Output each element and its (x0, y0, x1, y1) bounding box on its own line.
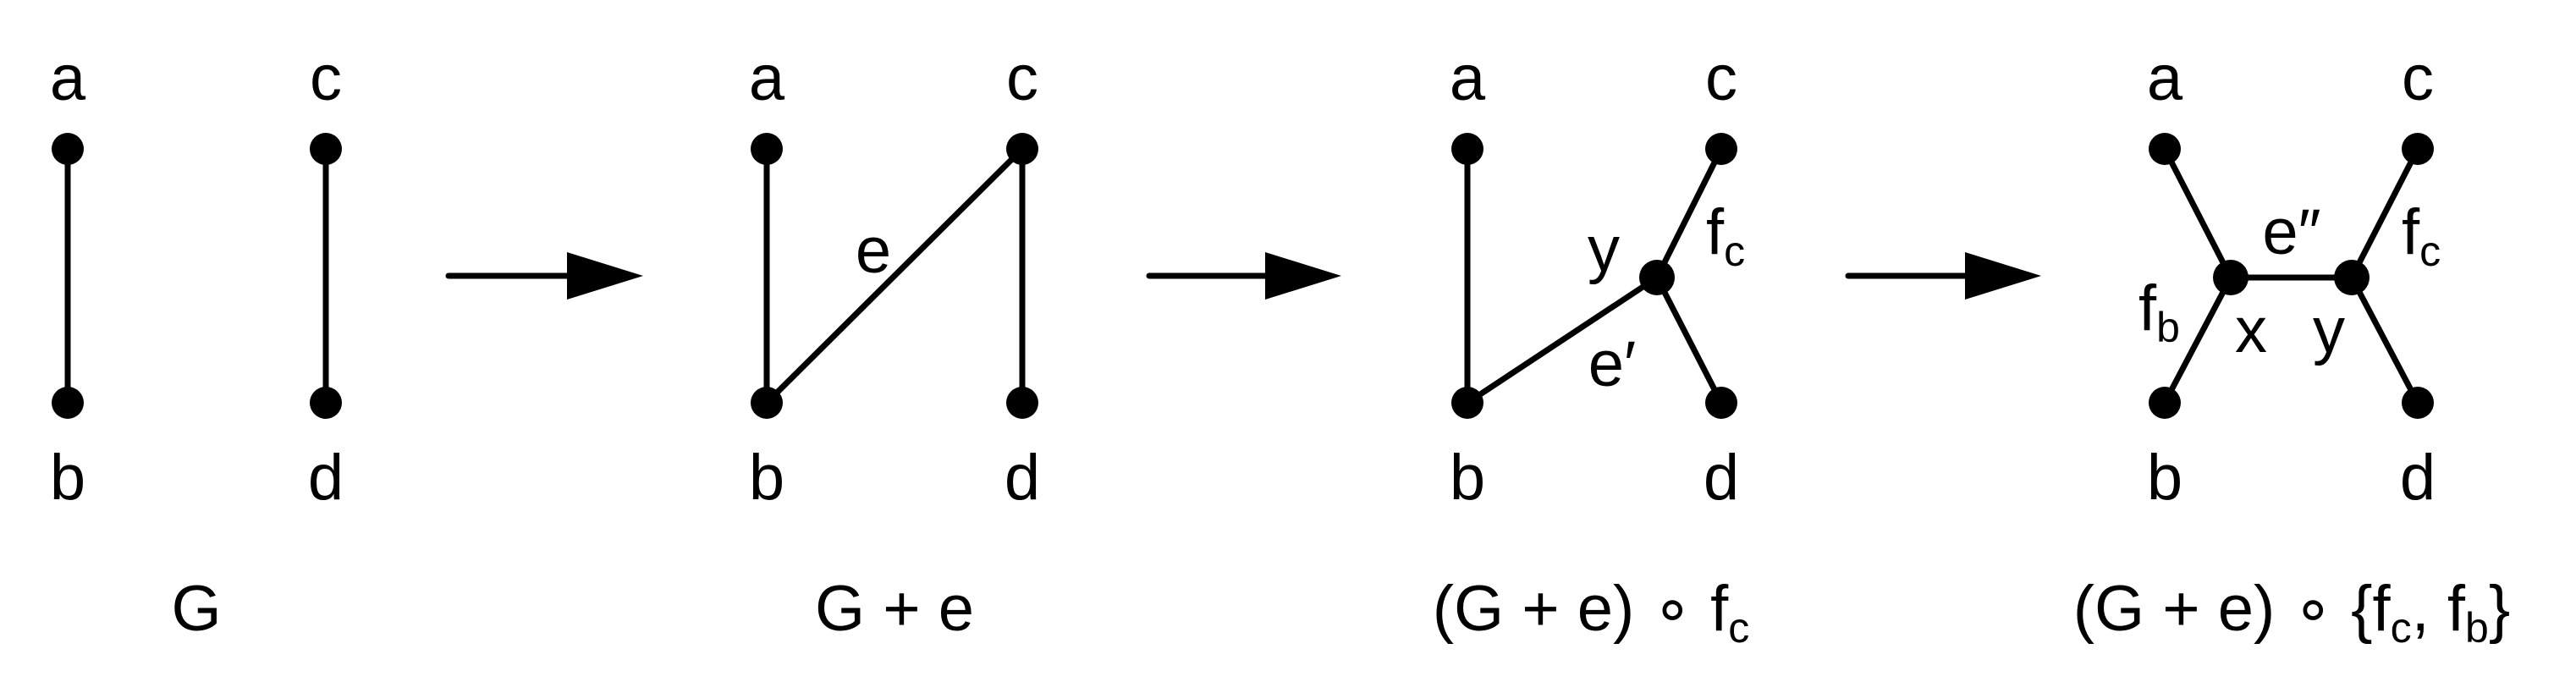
edge-fb (2161, 274, 2234, 406)
label-c: c (1705, 42, 1737, 114)
edge-e-prime (1464, 274, 1660, 406)
label-b: b (2147, 442, 2182, 514)
vertex-y (1639, 260, 1675, 295)
vertex-d (2402, 387, 2434, 419)
vertex-a (2149, 133, 2181, 165)
arrow-1-head (567, 252, 643, 300)
label-a: a (2147, 42, 2183, 114)
label-a: a (50, 42, 86, 114)
caption-subdivide-fc: (G + e) ∘ fc (1433, 573, 1750, 652)
vertex-a (52, 133, 84, 165)
arrow-3-head (1965, 252, 2041, 300)
panel-g-plus-e: a b c d e G + e (749, 42, 1040, 645)
vertex-x (2213, 260, 2248, 295)
label-y: y (1588, 213, 1620, 285)
vertex-b (2149, 387, 2181, 419)
label-edge-e: e (856, 215, 891, 287)
vertex-b (1451, 387, 1483, 419)
label-a: a (749, 42, 785, 114)
vertex-c (310, 133, 342, 165)
panel-subdivide-fc: a b c d y e′ fc (G + e) ∘ fc (1433, 42, 1750, 652)
vertex-c (1006, 133, 1038, 165)
edge-ax (2161, 146, 2234, 281)
caption-g-plus-e: G + e (815, 573, 974, 645)
edge-yd (2348, 274, 2421, 406)
caption-subdivide-fc-fb: (G + e) ∘ {fc, fb} (2073, 573, 2510, 652)
label-b: b (749, 442, 784, 514)
edge-yd (1654, 274, 1725, 406)
label-c: c (310, 42, 342, 114)
edge-fc (2348, 146, 2421, 281)
label-d: d (1704, 442, 1739, 514)
vertex-b (751, 387, 783, 419)
label-x: x (2235, 294, 2267, 366)
edge-fc (1654, 146, 1725, 281)
vertex-d (1006, 387, 1038, 419)
label-d: d (1005, 442, 1040, 514)
vertex-d (1705, 387, 1737, 419)
label-b: b (1450, 442, 1485, 514)
label-e-prime: e′ (1588, 328, 1637, 400)
label-d: d (308, 442, 344, 514)
vertex-a (751, 133, 783, 165)
vertex-d (310, 387, 342, 419)
vertex-c (2402, 133, 2434, 165)
label-e-dprime: e″ (2262, 196, 2320, 268)
label-b: b (50, 442, 85, 514)
panel-subdivide-fc-fb: a b c d e″ x y fb fc (G + e) ∘ {fc, fb} (2073, 42, 2510, 652)
arrow-2-head (1265, 252, 1341, 300)
label-fb: fb (2138, 272, 2180, 351)
label-c: c (1006, 42, 1038, 114)
vertex-b (52, 387, 84, 419)
vertex-c (1705, 133, 1737, 165)
vertex-a (1451, 133, 1483, 165)
label-d: d (2400, 442, 2436, 514)
label-fc: fc (2402, 196, 2441, 275)
label-c: c (2402, 42, 2434, 114)
panel-g: a b c d G (50, 42, 344, 645)
label-y: y (2313, 294, 2345, 366)
caption-g: G (171, 573, 221, 645)
label-a: a (1450, 42, 1486, 114)
edge-e (763, 146, 1026, 406)
label-fc: fc (1706, 196, 1745, 275)
vertex-y (2334, 260, 2370, 295)
